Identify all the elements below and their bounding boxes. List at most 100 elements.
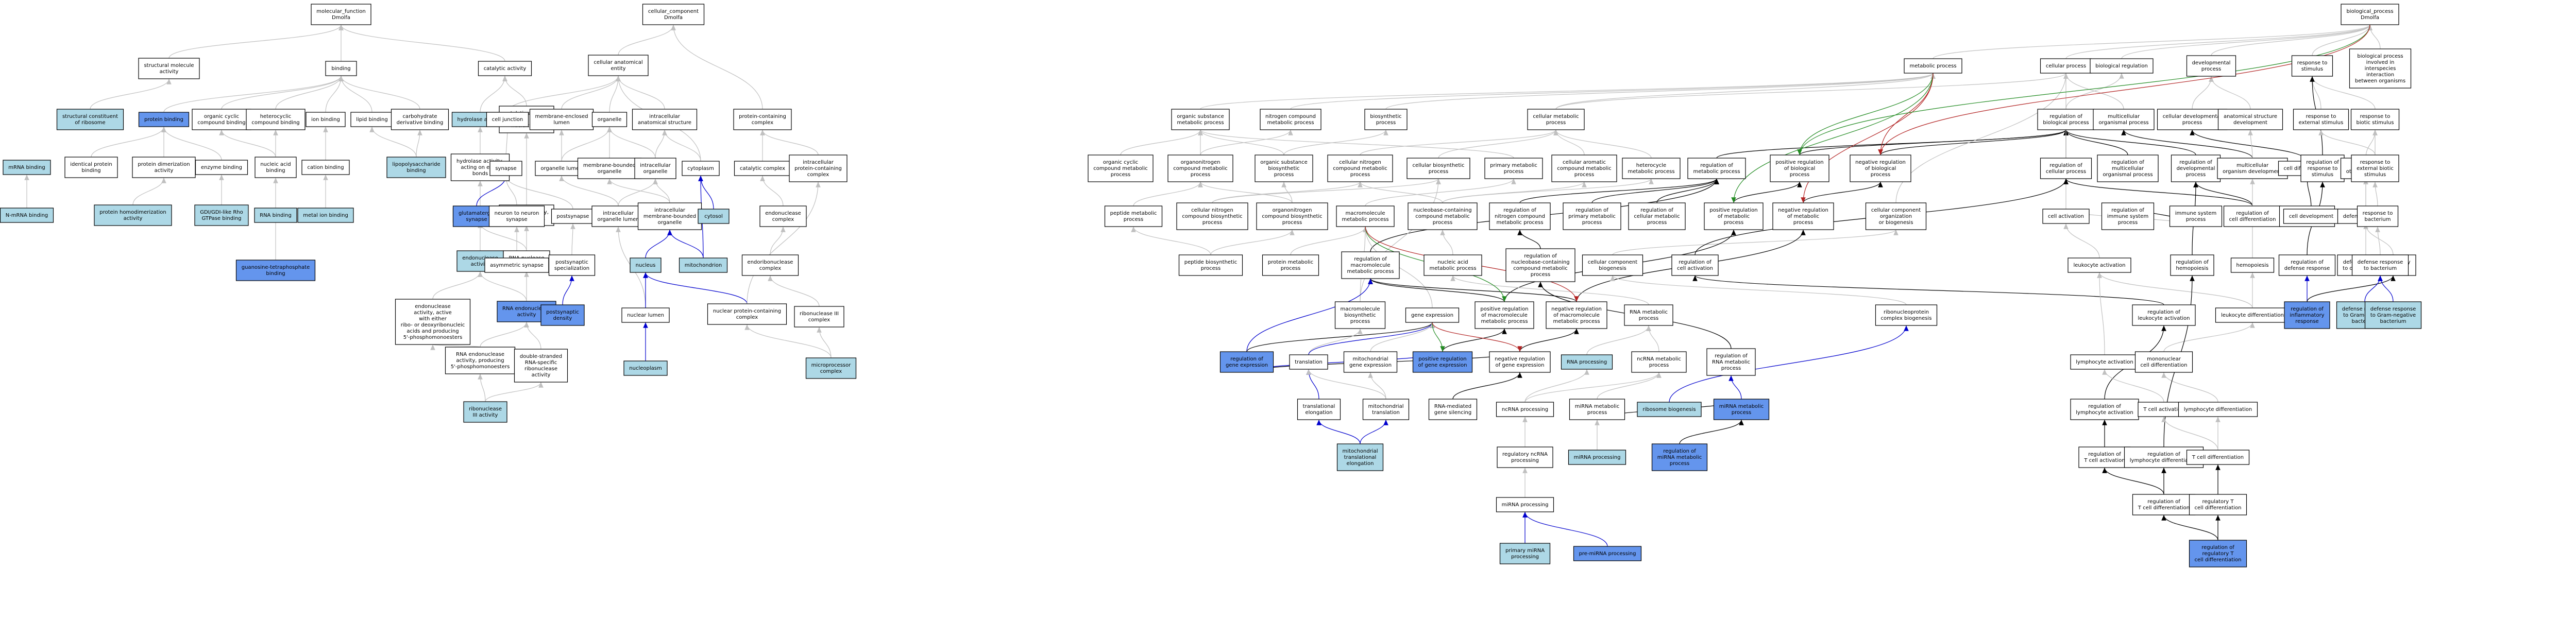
node-box xyxy=(1104,205,1163,227)
relation-edge xyxy=(1524,369,1589,403)
node-label: protein-containing xyxy=(739,114,786,119)
relation-edge xyxy=(485,382,544,402)
relation-edge xyxy=(2248,129,2253,159)
node-label: process xyxy=(1429,169,1448,175)
node-label: process xyxy=(1649,363,1669,368)
relation-edge xyxy=(219,129,276,158)
node-box xyxy=(1428,399,1478,420)
node-label: response to xyxy=(2297,60,2328,66)
node-label: carbohydrate xyxy=(402,114,437,119)
node-box xyxy=(621,307,670,323)
node-box xyxy=(1671,254,1719,276)
node-label: organonitrogen xyxy=(1181,160,1221,165)
relation-edge xyxy=(655,129,667,159)
node-label: activity xyxy=(471,262,490,267)
node-label: derivative binding xyxy=(397,120,444,126)
node-label: nucleobase-containing xyxy=(1413,208,1471,213)
node-label: heterocyclic xyxy=(260,114,292,119)
node-box xyxy=(2351,154,2399,182)
node-label: mitochondrial xyxy=(1368,404,1404,409)
node-box xyxy=(682,161,720,176)
node-label: activity xyxy=(517,312,536,318)
node-label: synapse xyxy=(506,217,527,222)
node-box xyxy=(1412,351,1473,373)
node-box xyxy=(1499,543,1551,564)
node-label: GDI/GDI-like Rho xyxy=(200,210,243,215)
node-label: protein-containing xyxy=(794,166,842,171)
node-box xyxy=(1704,202,1764,230)
node-label: cellular aromatic xyxy=(1563,160,1606,165)
node-label: cellular component xyxy=(1871,208,1921,213)
relation-edge xyxy=(1442,181,1587,203)
node-label: nitrogen compound xyxy=(1265,114,1316,119)
node-box xyxy=(386,157,446,178)
node-label: cellular_component xyxy=(648,9,699,14)
node-label: regulation of xyxy=(1230,356,1263,362)
node-box xyxy=(195,160,248,175)
node-box xyxy=(478,61,532,76)
node-label: regulation of xyxy=(2179,160,2212,165)
node-box xyxy=(1561,354,1613,370)
node-label: process xyxy=(1574,172,1594,178)
node-box xyxy=(1289,354,1328,370)
node-label: protein dimerization xyxy=(138,162,190,167)
node-box xyxy=(679,257,728,273)
node-label: ribonuclease III xyxy=(800,311,839,317)
node-box xyxy=(325,61,357,76)
node-box xyxy=(591,112,628,127)
node-box xyxy=(1343,351,1398,373)
relation-edge xyxy=(1692,275,2164,305)
node-label: complex xyxy=(752,120,773,126)
node-box xyxy=(445,347,516,374)
node-label: to Gram-negative xyxy=(2370,313,2416,318)
go-term-node: lymphocyte activation xyxy=(2070,354,2139,370)
node-label: regulation of xyxy=(2088,404,2121,409)
relation-edge xyxy=(747,181,821,304)
node-label: biosynthetic xyxy=(1370,114,1401,119)
node-box xyxy=(805,357,857,379)
relation-edge xyxy=(91,126,166,158)
relation-edge xyxy=(338,24,505,62)
node-label: GTPase binding xyxy=(201,216,241,221)
node-label: defense response xyxy=(2370,306,2416,312)
node-label: regulation of xyxy=(1640,208,1673,213)
node-label: regulation of xyxy=(2147,309,2180,315)
relation-edge xyxy=(161,126,222,161)
node-label: positive regulation xyxy=(1480,306,1528,312)
relation-edge xyxy=(1133,181,1203,206)
node-box xyxy=(1475,301,1534,329)
node-label: stimulus xyxy=(2312,172,2333,178)
node-label: binding xyxy=(81,168,100,174)
node-box xyxy=(2169,205,2223,227)
node-label: regulatory T xyxy=(2202,499,2234,505)
node-box xyxy=(1408,202,1478,230)
node-label: cellular anatomical xyxy=(594,60,642,65)
relation-edge xyxy=(1442,328,1507,352)
node-box xyxy=(489,161,522,176)
node-label: process xyxy=(1191,172,1210,178)
go-term-node: mitochondrion xyxy=(679,257,728,273)
relation-edge xyxy=(503,175,573,210)
node-box xyxy=(1624,304,1673,326)
node-label: process xyxy=(1282,220,1302,226)
node-label: development xyxy=(2233,120,2267,126)
node-box xyxy=(1297,399,1341,420)
node-label: regulation of xyxy=(2176,260,2209,265)
node-box xyxy=(1563,202,1621,230)
relation-edge xyxy=(768,275,820,307)
node-label: membrane-bounded xyxy=(583,163,636,168)
